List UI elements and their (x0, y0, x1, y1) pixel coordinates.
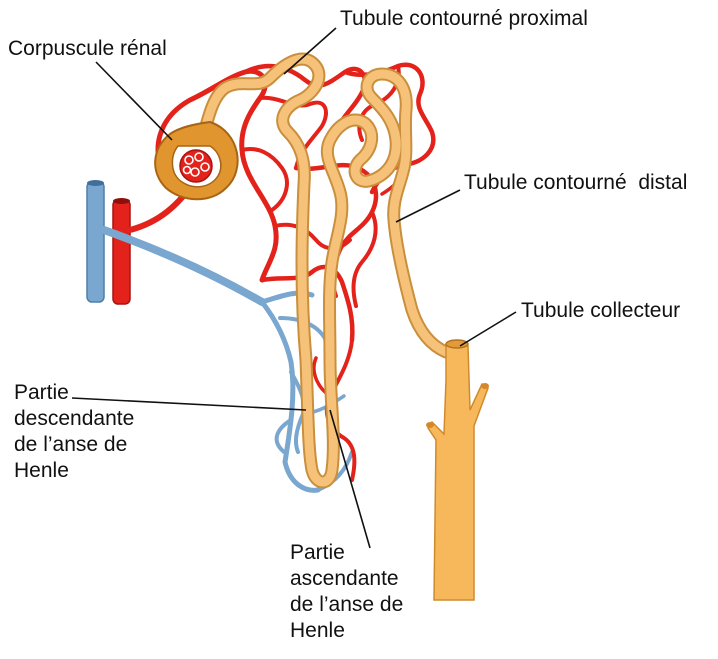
blood-vessel-pair (87, 180, 130, 304)
artery (113, 200, 130, 304)
leader-line-distal (396, 190, 460, 222)
renal-corpuscle (155, 122, 238, 199)
leader-line-collecteur (460, 312, 516, 346)
label-tubule-contourne-proximal: Tubule contourné proximal (340, 6, 588, 32)
vein (87, 182, 104, 302)
leader-line-corpuscule (96, 62, 172, 140)
label-tubule-contourne-distal: Tubule contourné distal (464, 170, 687, 196)
label-tubule-collecteur: Tubule collecteur (521, 298, 680, 324)
collecting-duct (426, 340, 489, 600)
label-partie-descendante: Partie descendante de l’anse de Henle (14, 380, 134, 484)
label-partie-ascendante: Partie ascendante de l’anse de Henle (290, 540, 403, 644)
label-corpuscule-renal: Corpuscule rénal (8, 36, 167, 62)
artery-opening (113, 198, 130, 204)
vein-opening (87, 180, 104, 186)
